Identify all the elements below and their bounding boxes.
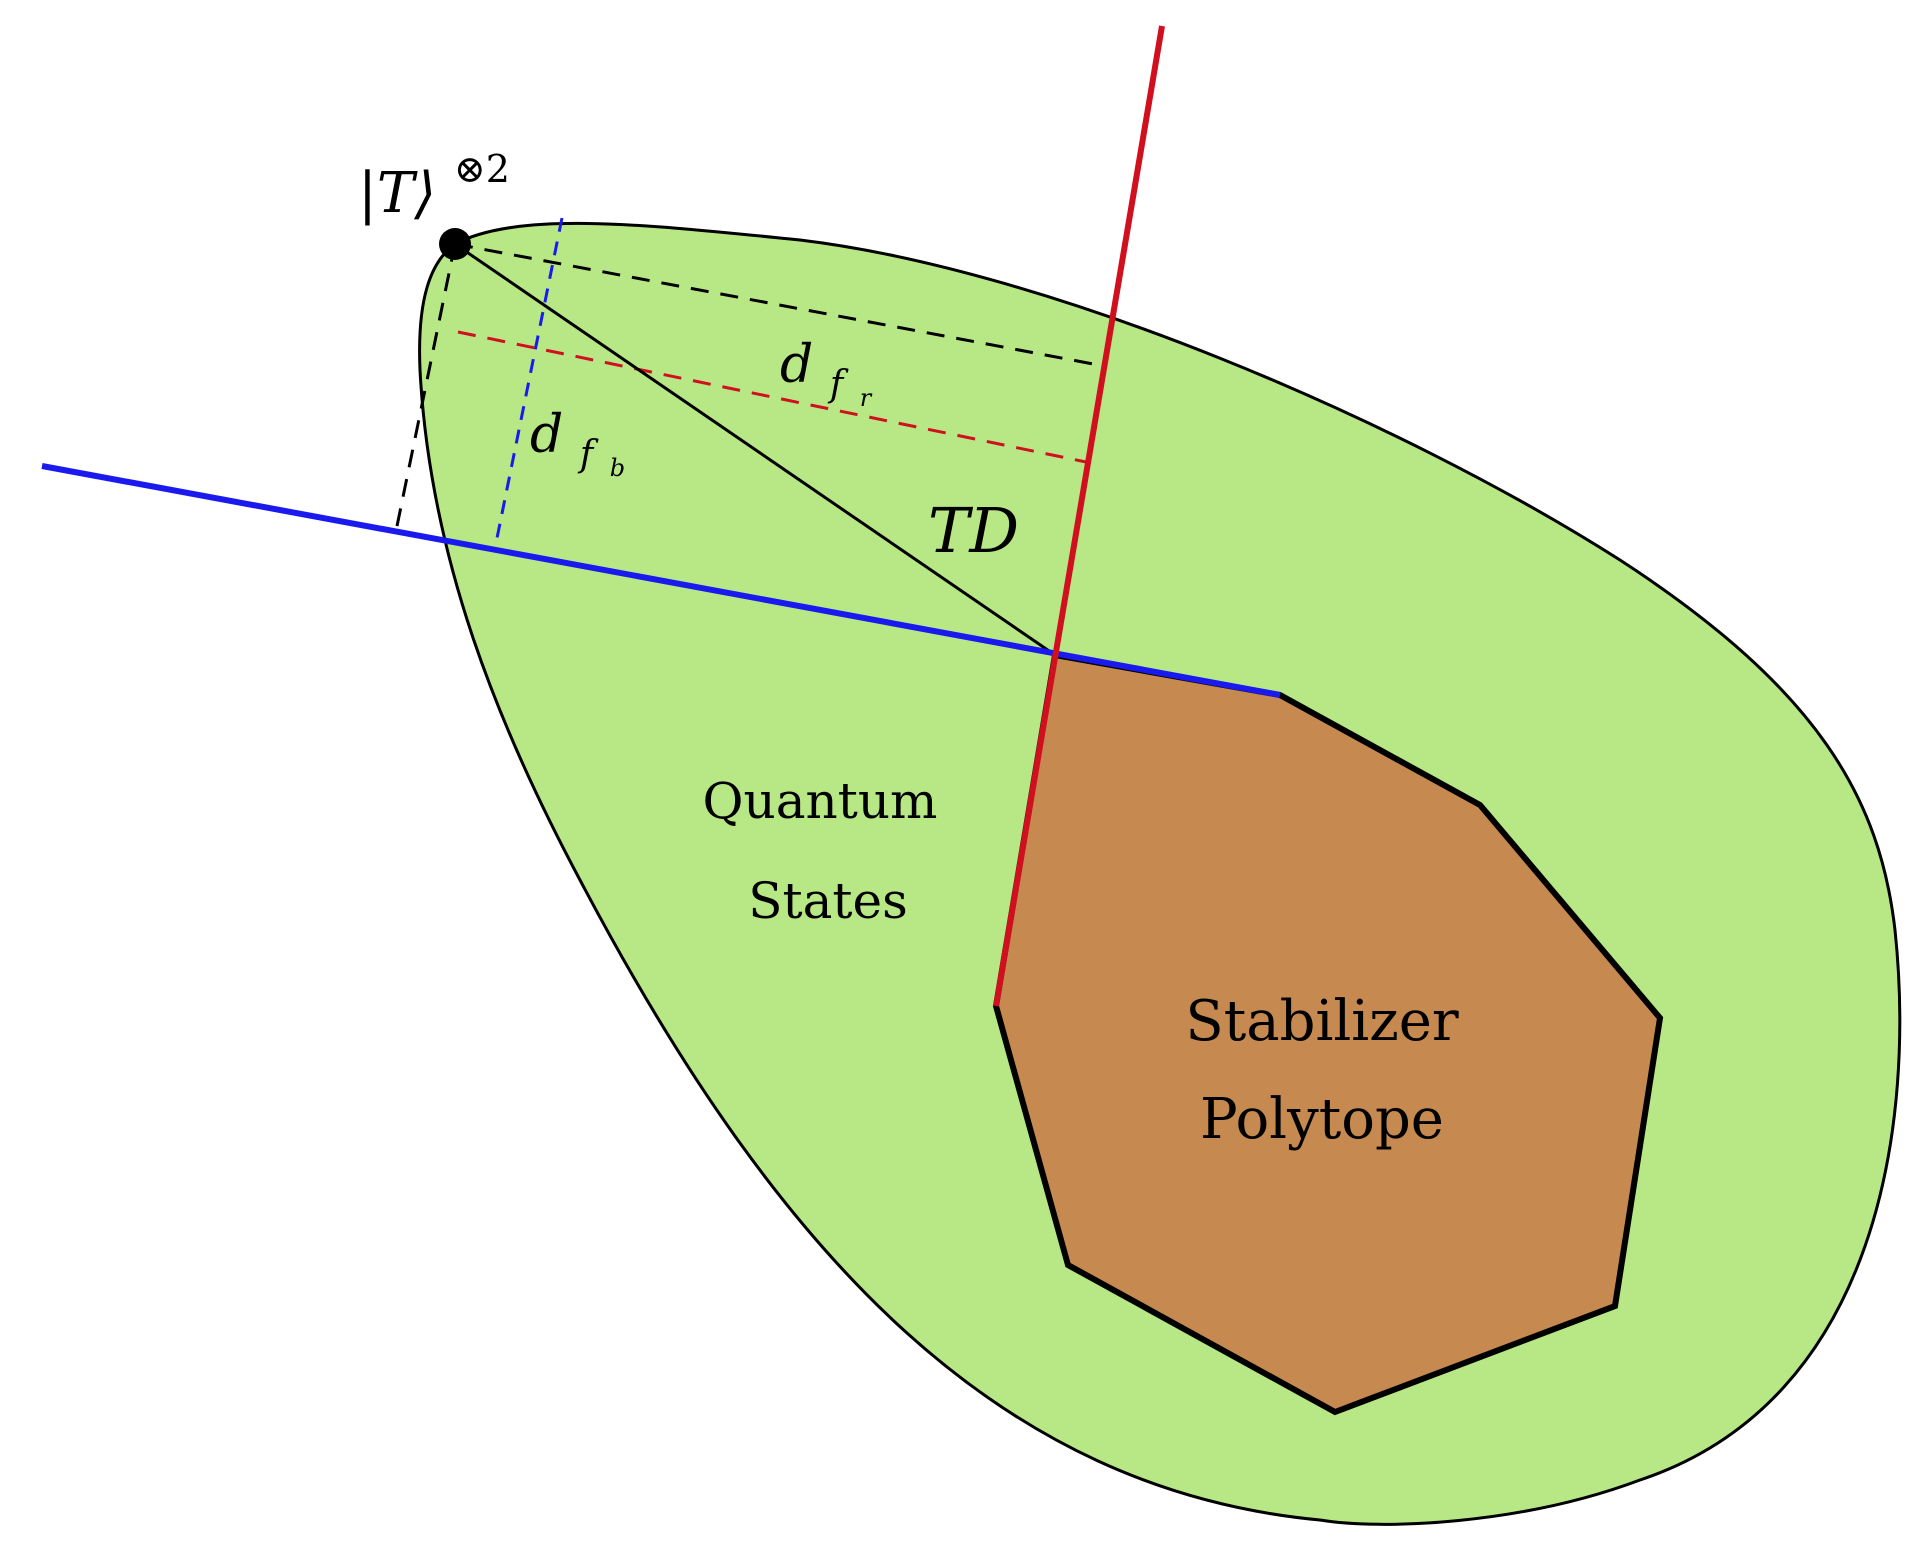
red-facet-line [993, 25, 1165, 1007]
stabilizer-label-line2: Polytope [1200, 1087, 1444, 1152]
black-dashed-to-blue-line [394, 243, 457, 532]
t-state-point [439, 228, 471, 260]
red-dashed-distance [457, 330, 1087, 464]
blue-dashed-perpendicular [493, 217, 564, 549]
red-distance-label: d f r [780, 335, 873, 412]
quantum-states-label-line1: Quantum [703, 772, 938, 830]
blue-distance-sub: f [577, 434, 599, 475]
black-dashed-to-red-line [454, 242, 1105, 368]
blue-distance-symbol: d [530, 405, 563, 465]
red-distance-symbol: d [780, 335, 813, 395]
stabilizer-label-line1: Stabilizer [1185, 989, 1458, 1054]
stabilizer-polytope [992, 651, 1664, 1416]
blue-facet-line [41, 463, 1281, 698]
blue-distance-label: d f b [530, 405, 625, 482]
red-distance-subsub: r [860, 384, 873, 412]
t-state-superscript: ⊗2 [454, 147, 510, 191]
red-distance-sub: f [827, 364, 849, 405]
quantum-states-label-line2: States [748, 872, 908, 930]
blue-distance-subsub: b [610, 454, 625, 482]
trace-distance-line [454, 242, 1056, 657]
trace-distance-label: TD [928, 494, 1019, 567]
t-state-label: |T⟩ ⊗2 [358, 147, 510, 226]
t-state-ket: |T⟩ [358, 161, 436, 226]
